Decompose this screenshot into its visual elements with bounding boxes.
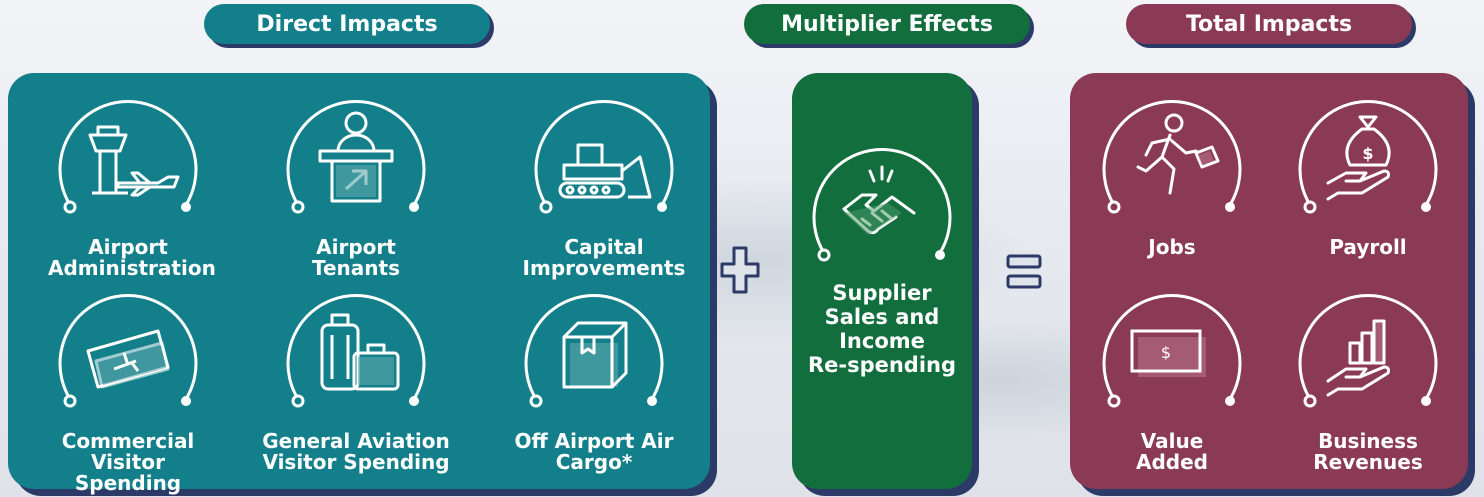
direct-item-off-airport-air-cargo: Off Airport Air Cargo* <box>504 281 684 481</box>
money-bag-hand-icon: $ <box>1298 100 1438 214</box>
svg-text:$: $ <box>1362 144 1373 163</box>
direct-impacts-header: Direct Impacts <box>204 4 490 44</box>
airline-ticket-icon <box>58 294 198 408</box>
total-label-line2: Revenues <box>1313 450 1423 474</box>
plus-icon <box>720 246 760 294</box>
running-worker-icon <box>1102 100 1242 214</box>
multiplier-effects-header: Multiplier Effects <box>744 4 1030 44</box>
multiplier-label-line3: Income <box>839 329 925 353</box>
direct-label-line2: Visitor Spending <box>74 450 182 495</box>
total-impacts-title: Total Impacts <box>1185 11 1353 37</box>
multiplier-label-line1: Supplier <box>832 281 932 305</box>
direct-label-line2: Administration <box>48 256 216 280</box>
direct-item-capital-improvements: Capital Improvements <box>504 87 704 287</box>
direct-item-commercial-visitor-spending: Commercial Visitor Spending <box>38 281 218 494</box>
multiplier-item-supplier-sales: Supplier Sales and Income Re-spending <box>802 135 962 455</box>
total-label-line1: Business <box>1318 429 1418 453</box>
growth-hand-icon <box>1298 294 1438 408</box>
direct-impacts-title: Direct Impacts <box>256 11 438 37</box>
total-label-line2: Added <box>1136 450 1208 474</box>
total-item-payroll: $ Payroll <box>1288 87 1448 287</box>
cargo-box-icon <box>524 294 664 408</box>
total-label-line1: Value <box>1140 429 1204 453</box>
direct-label-line1: Airport <box>88 235 168 259</box>
direct-label-line1: General Aviation <box>262 429 450 453</box>
check-in-desk-icon <box>286 100 426 214</box>
multiplier-effects-panel: Supplier Sales and Income Re-spending <box>792 73 972 489</box>
multiplier-label-line2: Sales and <box>824 305 940 329</box>
direct-label-line1: Capital <box>564 235 644 259</box>
total-item-value-added: $ Value Added <box>1092 281 1252 481</box>
direct-item-airport-administration: Airport Administration <box>48 87 216 287</box>
direct-label-line2: Cargo* <box>555 450 633 474</box>
direct-item-airport-tenants: Airport Tenants <box>276 87 436 287</box>
total-label-line2: Payroll <box>1329 235 1407 259</box>
direct-label-line2: Tenants <box>312 256 400 280</box>
direct-label-line1: Off Airport Air <box>514 429 674 453</box>
dollar-bill-icon: $ <box>1102 294 1242 408</box>
luggage-icon <box>286 294 426 408</box>
svg-text:$: $ <box>1161 343 1171 362</box>
direct-label-line1: Airport <box>316 235 396 259</box>
total-impacts-panel: Jobs $ Payroll $ <box>1070 73 1468 489</box>
multiplier-effects-title: Multiplier Effects <box>781 11 993 37</box>
bulldozer-icon <box>534 100 674 214</box>
direct-label-line2: Visitor Spending <box>262 450 450 474</box>
equals-icon <box>1006 254 1042 289</box>
multiplier-label-line4: Re-spending <box>807 353 957 377</box>
total-item-business-revenues: Business Revenues <box>1288 281 1448 481</box>
total-impacts-header: Total Impacts <box>1126 4 1412 44</box>
direct-item-general-aviation-visitor-spending: General Aviation Visitor Spending <box>246 281 466 481</box>
total-label-line2: Jobs <box>1148 235 1196 259</box>
control-tower-plane-icon <box>58 100 198 214</box>
handshake-icon <box>812 148 952 262</box>
total-item-jobs: Jobs <box>1092 87 1252 287</box>
direct-label-line2: Improvements <box>522 256 686 280</box>
direct-impacts-panel: Airport Administration Airport Tenants <box>8 73 710 494</box>
direct-label-line1: Commercial <box>61 429 195 453</box>
